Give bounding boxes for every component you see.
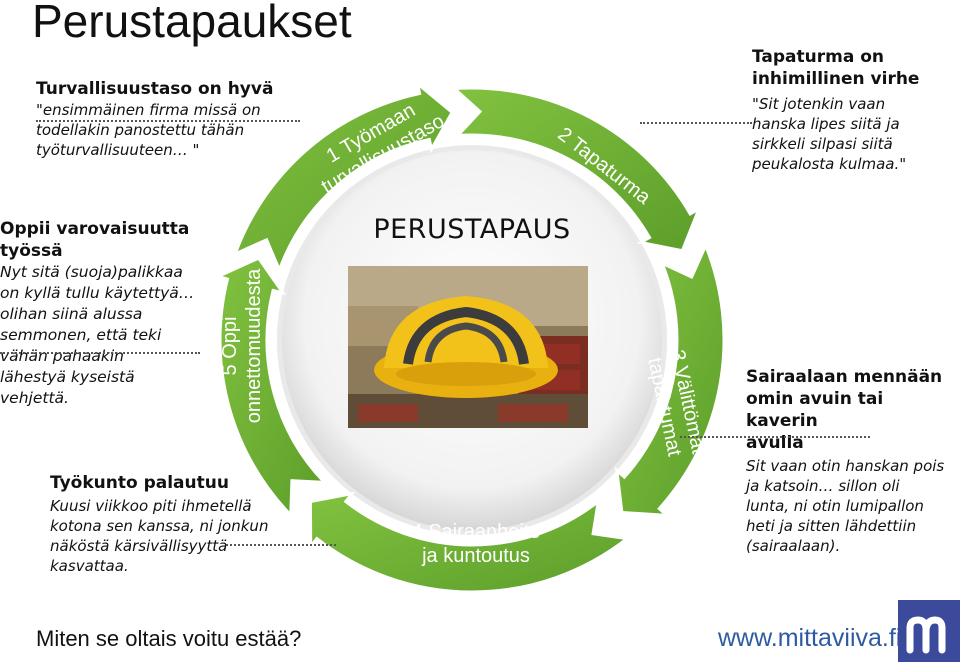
block-body-line: vähän pahaakin (0, 347, 125, 365)
block-heading: Työkunto palautuu (50, 473, 229, 493)
block-body-line: kotona sen kanssa, ni jonkun (50, 517, 269, 535)
block-body-line: semmonen, että teki (0, 326, 162, 344)
cycle-arrow-2 (450, 86, 702, 253)
block-heading: avulla (746, 433, 804, 453)
block-body-line: on kyllä tullu käytettyä… (0, 284, 195, 302)
cycle-arrow-1 (232, 79, 455, 274)
hard-hat-photo (348, 266, 588, 428)
block-body-line: kasvattaa. (50, 557, 129, 575)
block-heading: Sairaalaan mennään (746, 367, 943, 387)
block-heading: Turvallisuustaso on hyvä (36, 79, 274, 99)
block-body-line: hanska lipes siitä ja (752, 115, 900, 133)
cycle-arrow-5 (213, 256, 329, 519)
block-body-line: "Sit jotenkin vaan (752, 95, 886, 113)
block-heading: työssä (0, 241, 63, 261)
block-body-line: Sit vaan otin hanskan pois (746, 457, 945, 475)
block-safety: Turvallisuustaso on hyvä "ensimmäinen fi… (36, 78, 306, 160)
cycle-arrow-4 (308, 491, 631, 594)
center-title: PERUSTAPAUS (373, 214, 571, 245)
block-body-line: sirkkeli silpasi siitä (752, 135, 893, 153)
block-hospital: Sairaalaan mennään omin avuin tai kaveri… (746, 366, 958, 556)
divider (36, 120, 300, 122)
block-body-line: olihan siinä alussa (0, 305, 143, 323)
block-body-line: heti ja sitten lähdettiin (746, 517, 917, 535)
block-body-line: lähestyä kyseistä (0, 368, 135, 386)
block-heading: inhimillinen virhe (752, 69, 920, 89)
block-body-line: (sairaalaan). (746, 537, 841, 555)
divider (680, 436, 870, 438)
block-body-line: ja katsoin… sillon oli (746, 477, 900, 495)
block-body-line: "ensimmäinen firma missä on (36, 101, 261, 119)
block-body-line: vehjettä. (0, 389, 69, 407)
block-body-line: näköstä kärsivällisyyttä (50, 537, 228, 555)
site-url-link[interactable]: www.mittaviiva.fi (718, 624, 902, 652)
question-text: Miten se oltais voitu estää? (36, 626, 302, 651)
block-accident: Tapaturma on inhimillinen virhe "Sit jot… (752, 46, 952, 174)
block-heading: omin avuin tai kaverin (746, 389, 884, 431)
block-body-line: Kuusi viikkoo piti ihmetellä (50, 497, 252, 515)
divider (0, 352, 200, 354)
block-body-line: työturvallisuuteen… " (36, 141, 200, 159)
block-body-line: peukalosta kulmaa." (752, 155, 907, 173)
block-body-line: lunta, ni otin lumipallon (746, 497, 924, 515)
cycle-arrow-3 (614, 241, 726, 518)
block-body-line: Nyt sitä (suoja)palikkaa (0, 263, 183, 281)
block-recovery: Työkunto palautuu Kuusi viikkoo piti ihm… (50, 472, 300, 576)
page-title: Perustapaukset (32, 0, 352, 47)
mittaviiva-logo-icon (898, 600, 960, 662)
block-body-line: todellakin panostettu tähän (36, 121, 245, 139)
divider (226, 544, 336, 546)
block-lesson: Oppii varovaisuutta työssä Nyt sitä (suo… (0, 218, 200, 409)
block-heading: Oppii varovaisuutta (0, 219, 190, 239)
block-heading: Tapaturma on (752, 47, 885, 67)
divider (640, 122, 752, 124)
